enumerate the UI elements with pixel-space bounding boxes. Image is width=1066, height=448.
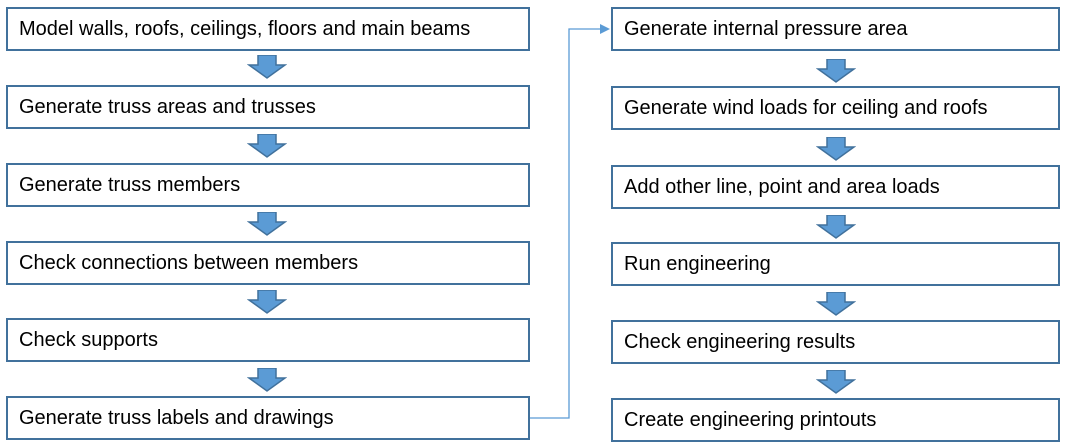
step-wind-loads: Generate wind loads for ceiling and roof…	[611, 86, 1060, 130]
step-label: Check engineering results	[624, 330, 856, 353]
step-label: Generate truss labels and drawings	[19, 406, 334, 429]
step-model-walls: Model walls, roofs, ceilings, floors and…	[6, 7, 530, 51]
step-label: Create engineering printouts	[624, 408, 877, 431]
connector-arrowhead-icon	[600, 24, 610, 34]
step-label: Model walls, roofs, ceilings, floors and…	[19, 17, 471, 40]
step-create-printouts: Create engineering printouts	[611, 398, 1060, 442]
down-arrow-icon	[247, 368, 287, 392]
down-arrow-icon	[816, 59, 856, 83]
step-generate-truss-areas: Generate truss areas and trusses	[6, 85, 530, 129]
step-check-supports: Check supports	[6, 318, 530, 362]
step-run-engineering: Run engineering	[611, 242, 1060, 286]
step-generate-truss-labels: Generate truss labels and drawings	[6, 396, 530, 440]
step-label: Add other line, point and area loads	[624, 175, 940, 198]
step-other-loads: Add other line, point and area loads	[611, 165, 1060, 209]
step-label: Generate truss members	[19, 173, 241, 196]
step-check-connections: Check connections between members	[6, 241, 530, 285]
down-arrow-icon	[816, 137, 856, 161]
down-arrow-icon	[816, 370, 856, 394]
down-arrow-icon	[816, 215, 856, 239]
step-internal-pressure-area: Generate internal pressure area	[611, 7, 1060, 51]
step-label: Check connections between members	[19, 251, 359, 274]
down-arrow-icon	[816, 292, 856, 316]
step-label: Run engineering	[624, 252, 771, 275]
down-arrow-icon	[247, 134, 287, 158]
step-label: Generate internal pressure area	[624, 17, 908, 40]
step-check-engineering-results: Check engineering results	[611, 320, 1060, 364]
down-arrow-icon	[247, 290, 287, 314]
down-arrow-icon	[247, 212, 287, 236]
step-label: Check supports	[19, 328, 158, 351]
step-generate-truss-members: Generate truss members	[6, 163, 530, 207]
down-arrow-icon	[247, 55, 287, 79]
step-label: Generate wind loads for ceiling and roof…	[624, 96, 988, 119]
step-label: Generate truss areas and trusses	[19, 95, 316, 118]
